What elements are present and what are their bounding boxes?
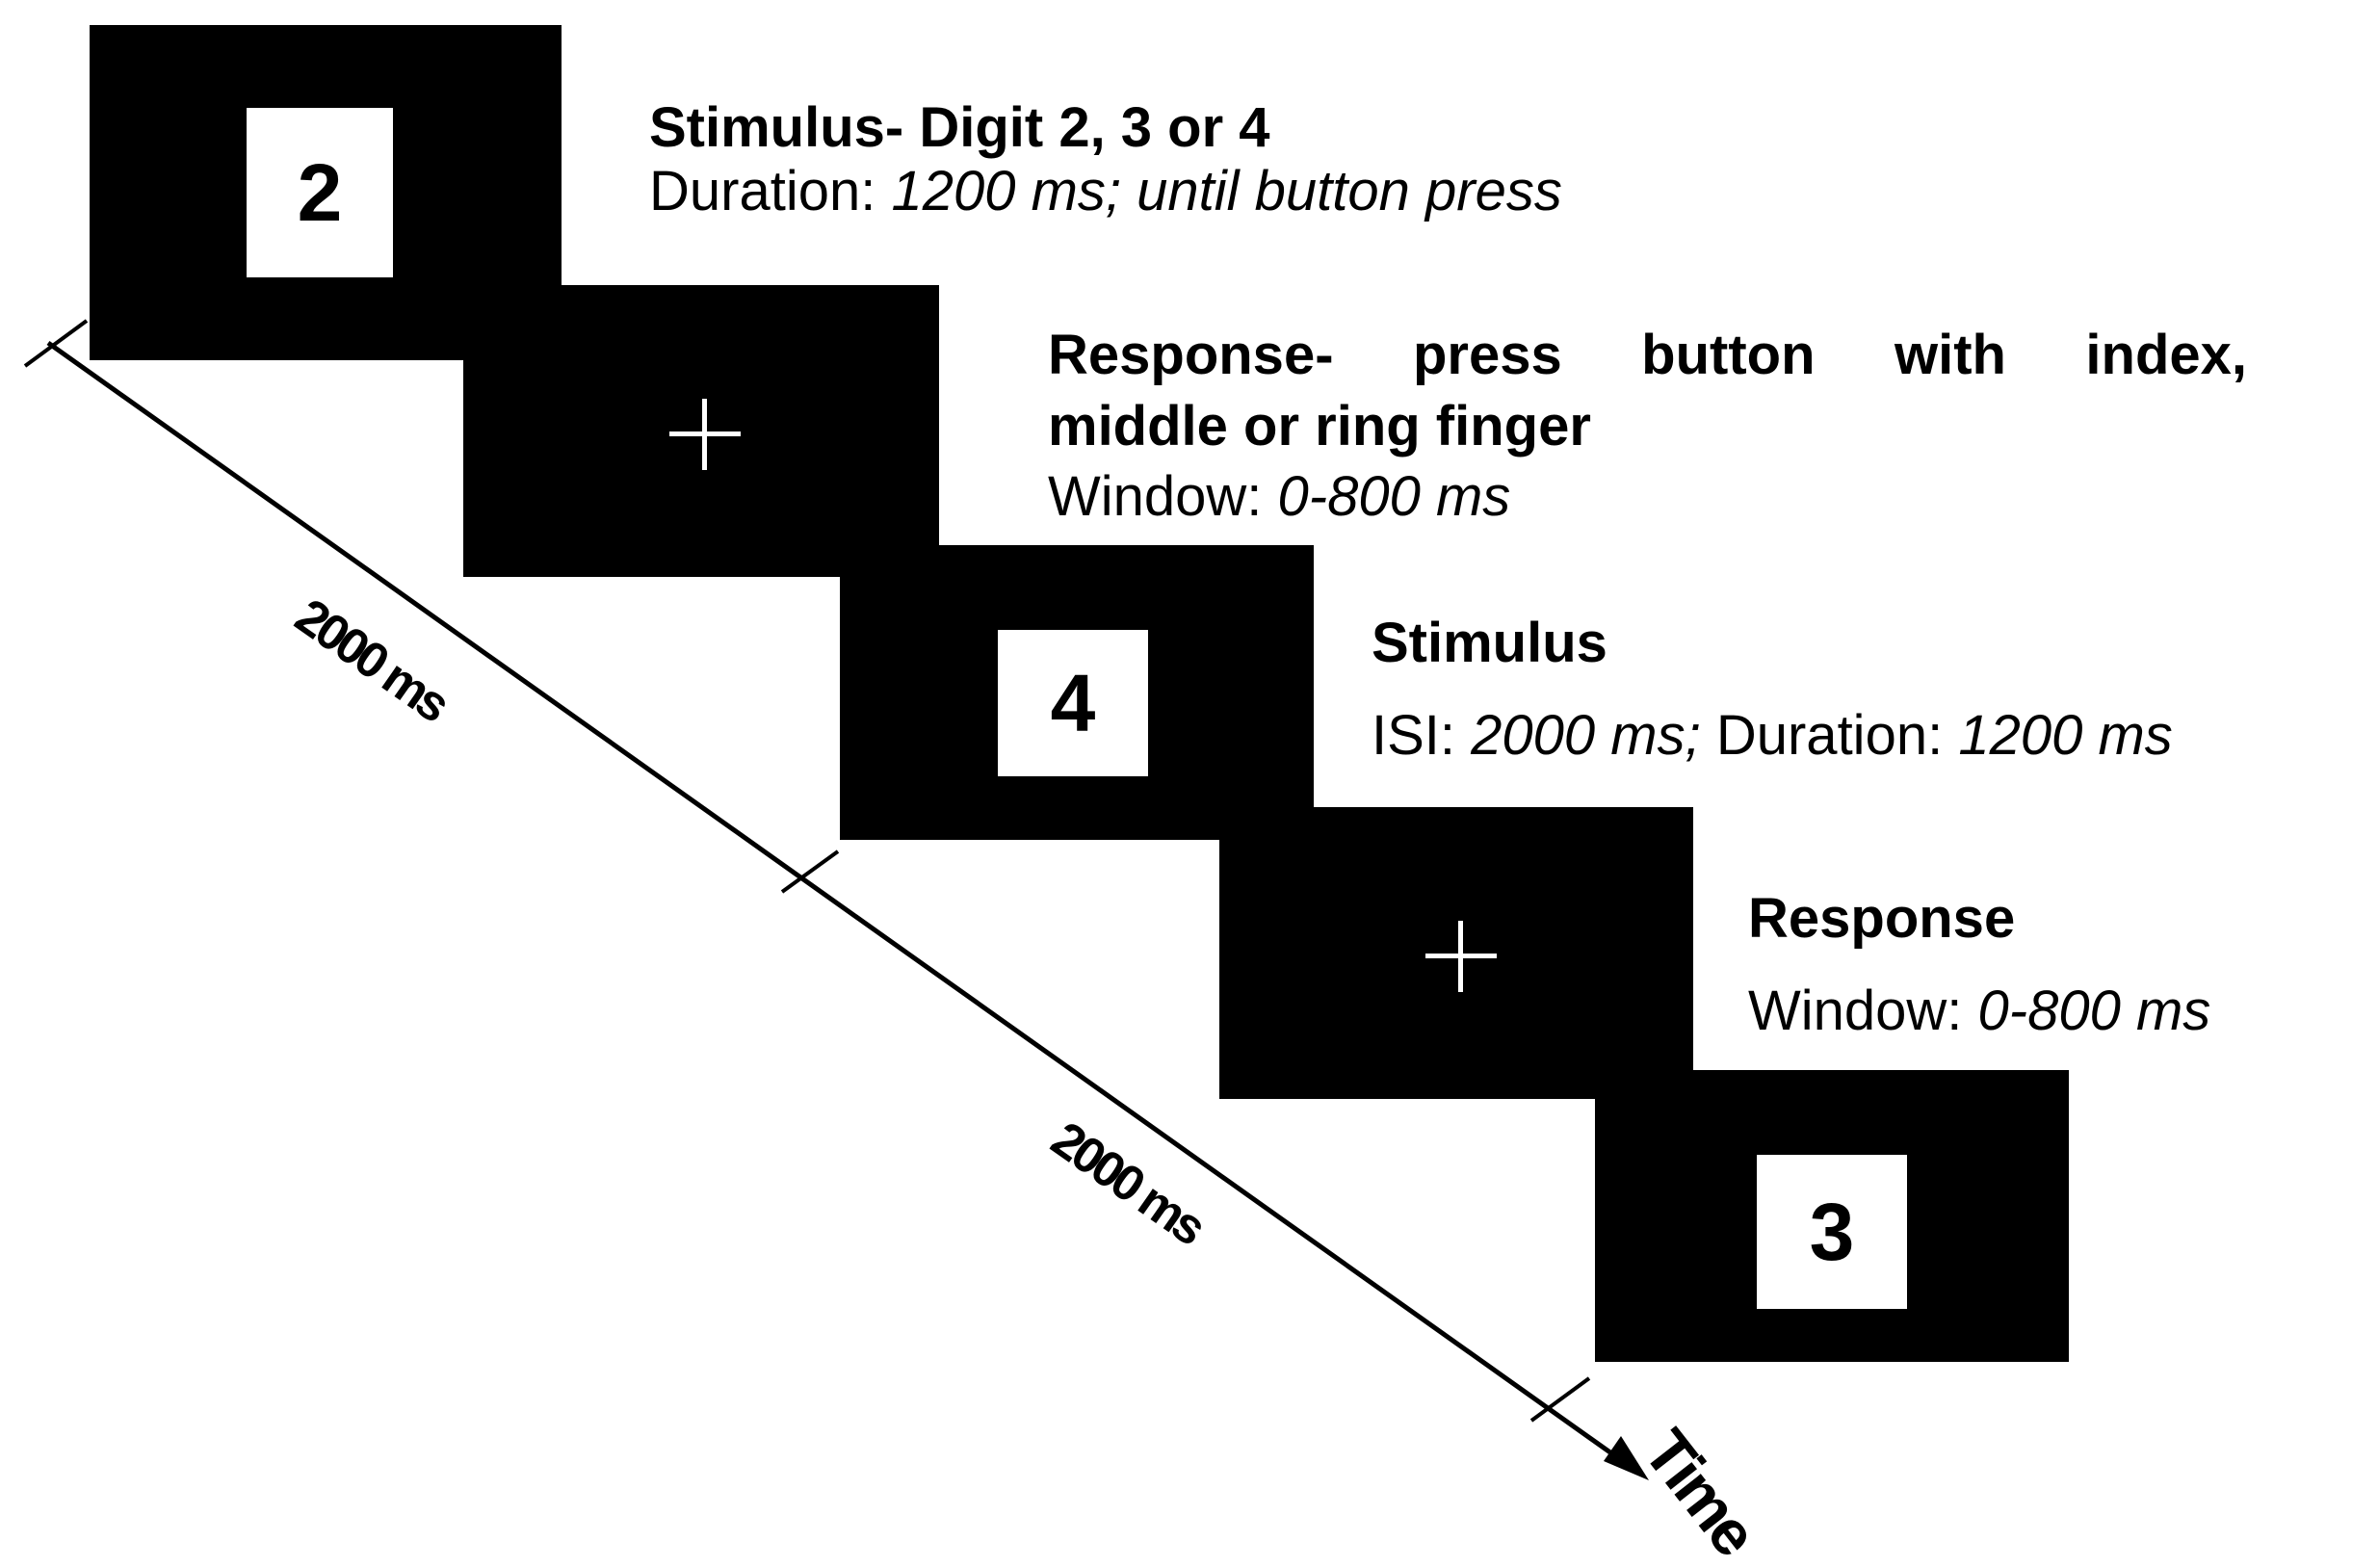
fixation-cross-icon bbox=[1425, 921, 1497, 992]
time-axis-line bbox=[46, 340, 1639, 1475]
stimulus-description-2: Stimulus ISI: 2000 ms; Duration: 1200 ms bbox=[1372, 597, 2173, 782]
response-title-2: Response bbox=[1748, 887, 2016, 950]
time-axis-tick-1 bbox=[23, 319, 89, 368]
digit-3: 3 bbox=[1809, 1186, 1855, 1277]
time-axis-tick-2 bbox=[780, 849, 840, 894]
stimulus-screen-3: 3 bbox=[1595, 1070, 2069, 1362]
time-axis-tick-3 bbox=[1529, 1376, 1591, 1423]
response-title-line-1: Response- press button with index, bbox=[1048, 324, 2247, 386]
stimulus-title-2: Stimulus bbox=[1372, 612, 1607, 674]
stimulus-screen-2: 4 bbox=[840, 545, 1314, 840]
digit-box-1: 2 bbox=[247, 108, 393, 277]
stimulus-description-1: Stimulus- Digit 2, 3 or 4 Duration: 1200… bbox=[649, 96, 1562, 231]
time-axis-arrowhead bbox=[1604, 1436, 1649, 1480]
response-description-2: Response Window: 0-800 ms bbox=[1748, 873, 2210, 1058]
digit-1: 2 bbox=[297, 146, 343, 238]
stimulus-screen-1: 2 bbox=[90, 25, 562, 360]
stimulus-title-1: Stimulus- Digit 2, 3 or 4 bbox=[649, 96, 1270, 159]
digit-2: 4 bbox=[1050, 657, 1096, 748]
digit-box-3: 3 bbox=[1757, 1155, 1907, 1309]
fixation-screen-1 bbox=[463, 285, 939, 577]
stimulus-duration-1: Duration: 1200 ms; until button press bbox=[649, 160, 1562, 222]
fixation-cross-icon bbox=[669, 399, 741, 470]
stimulus-timing-2: ISI: 2000 ms; Duration: 1200 ms bbox=[1372, 704, 2173, 767]
response-window-2: Window: 0-800 ms bbox=[1748, 980, 2211, 1042]
digit-box-2: 4 bbox=[998, 630, 1148, 776]
fixation-screen-2 bbox=[1219, 807, 1693, 1099]
response-window-1: Window: 0-800 ms bbox=[1048, 465, 1511, 528]
response-title-line-2: middle or ring finger bbox=[1048, 395, 1591, 457]
response-description-1: Response- press button with index, middl… bbox=[1048, 316, 2247, 528]
